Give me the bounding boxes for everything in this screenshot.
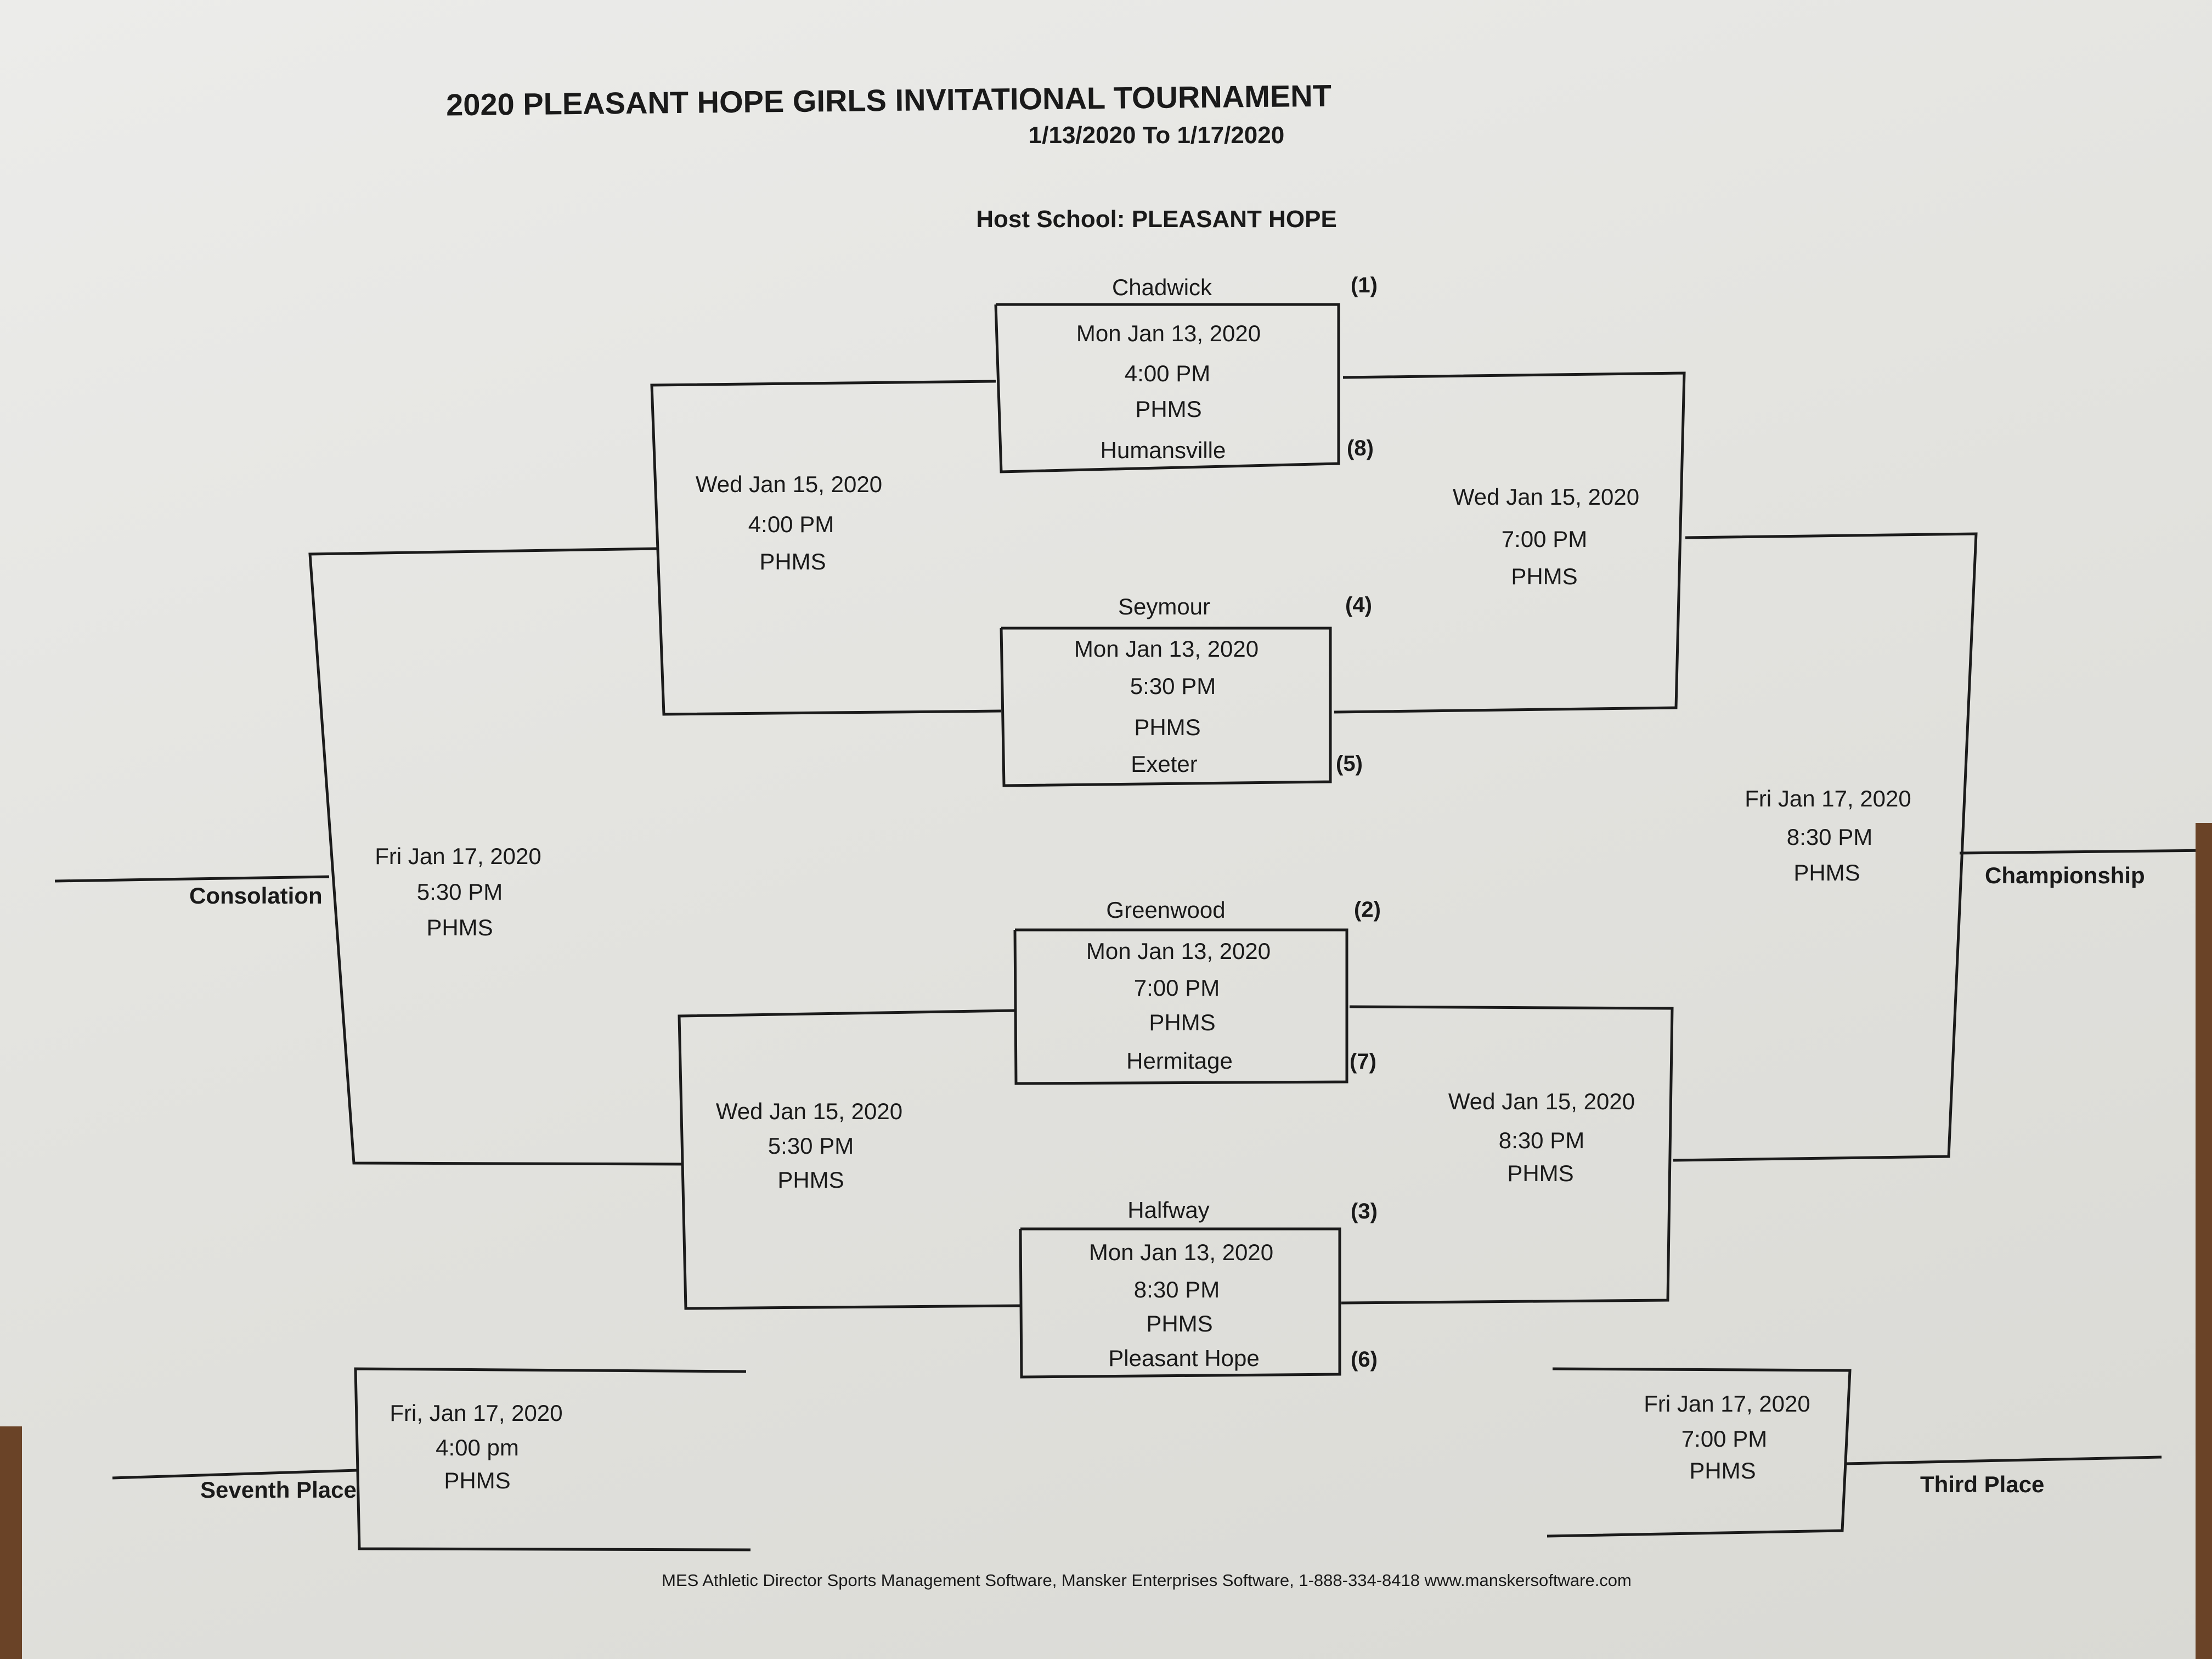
game1-date: Mon Jan 13, 2020 (1076, 320, 1261, 346)
table-edge-left (0, 1426, 22, 1659)
seed-7: (7) (1350, 1049, 1376, 1074)
footer-credit: MES Athletic Director Sports Management … (662, 1571, 1632, 1590)
seventh-place-label: Seventh Place (200, 1477, 357, 1503)
team-seymour: Seymour (1118, 594, 1211, 619)
bracket-line-third (1547, 1367, 1852, 1538)
third-site: PHMS (1689, 1458, 1756, 1483)
team-halfway: Halfway (1127, 1197, 1210, 1223)
wsemi1-time: 7:00 PM (1501, 526, 1588, 552)
csemi2-site: PHMS (777, 1167, 844, 1193)
bracket-line-third-out (1846, 1455, 2162, 1465)
game2-time: 5:30 PM (1130, 673, 1216, 699)
game4-time: 8:30 PM (1133, 1277, 1220, 1302)
consolation-label: Consolation (189, 883, 323, 909)
seed-3: (3) (1351, 1199, 1378, 1223)
seventh-time: 4:00 pm (436, 1435, 519, 1460)
csemi2-time: 5:30 PM (768, 1133, 854, 1159)
bracket-line-championship-out (1959, 849, 2212, 855)
seventh-site: PHMS (444, 1468, 511, 1493)
championship-date: Fri Jan 17, 2020 (1745, 786, 1911, 811)
bracket-line-seventh-out (112, 1469, 358, 1480)
bracket-line-c2 (678, 1009, 1021, 1310)
team-greenwood: Greenwood (1106, 897, 1226, 923)
championship-label: Championship (1985, 862, 2145, 888)
consolation-date: Fri Jan 17, 2020 (375, 843, 541, 869)
csemi1-time: 4:00 PM (748, 511, 834, 537)
bracket-line-w2 (1341, 1005, 1674, 1305)
seed-5: (5) (1336, 752, 1363, 776)
host-school: Host School: PLEASANT HOPE (976, 206, 1337, 233)
team-humansville: Humansville (1100, 437, 1226, 463)
seed-8: (8) (1347, 436, 1374, 460)
wsemi2-site: PHMS (1507, 1160, 1574, 1186)
bracket-line-championship (1673, 532, 1978, 1162)
consolation-site: PHMS (426, 915, 493, 940)
game2-date: Mon Jan 13, 2020 (1074, 636, 1259, 662)
table-edge-right (2196, 823, 2212, 1659)
consolation-time: 5:30 PM (416, 879, 503, 905)
game3-time: 7:00 PM (1133, 975, 1220, 1001)
bracket-line-consolation-out (54, 875, 330, 883)
bracket-line-consolation (308, 547, 684, 1166)
game-box-1 (994, 303, 1340, 473)
tournament-dates: 1/13/2020 To 1/17/2020 (1028, 122, 1285, 149)
wsemi1-date: Wed Jan 15, 2020 (1452, 484, 1640, 510)
game-box-2 (1000, 627, 1332, 787)
wsemi2-date: Wed Jan 15, 2020 (1448, 1088, 1635, 1114)
game1-time: 4:00 PM (1124, 360, 1211, 386)
seed-1: (1) (1351, 273, 1378, 297)
game1-site: PHMS (1135, 396, 1202, 422)
seed-4: (4) (1345, 593, 1372, 617)
game2-site: PHMS (1134, 714, 1201, 740)
game3-date: Mon Jan 13, 2020 (1086, 938, 1271, 964)
seventh-date: Fri, Jan 17, 2020 (390, 1400, 563, 1426)
game-box-4 (1019, 1227, 1341, 1379)
championship-time: 8:30 PM (1786, 824, 1873, 850)
game4-site: PHMS (1146, 1311, 1213, 1336)
csemi1-site: PHMS (759, 549, 826, 574)
third-place-label: Third Place (1920, 1471, 2045, 1497)
championship-site: PHMS (1793, 860, 1860, 885)
bracket-line-c1 (650, 380, 1002, 716)
game3-site: PHMS (1149, 1009, 1216, 1035)
team-chadwick: Chadwick (1111, 274, 1212, 300)
game4-date: Mon Jan 13, 2020 (1088, 1239, 1274, 1265)
team-hermitage: Hermitage (1126, 1048, 1233, 1074)
csemi2-date: Wed Jan 15, 2020 (715, 1098, 903, 1124)
wsemi1-site: PHMS (1511, 563, 1578, 589)
game-box-3 (1013, 928, 1348, 1085)
team-pleasant-hope: Pleasant Hope (1108, 1345, 1260, 1371)
seed-2: (2) (1354, 898, 1381, 922)
seed-6: (6) (1351, 1347, 1378, 1372)
bracket-line-w1 (1334, 371, 1686, 714)
third-date: Fri Jan 17, 2020 (1644, 1391, 1810, 1417)
team-exeter: Exeter (1131, 751, 1198, 777)
third-time: 7:00 PM (1681, 1426, 1768, 1452)
wsemi2-time: 8:30 PM (1498, 1127, 1585, 1153)
bracket-line-seventh (354, 1367, 751, 1551)
csemi1-date: Wed Jan 15, 2020 (695, 471, 883, 497)
